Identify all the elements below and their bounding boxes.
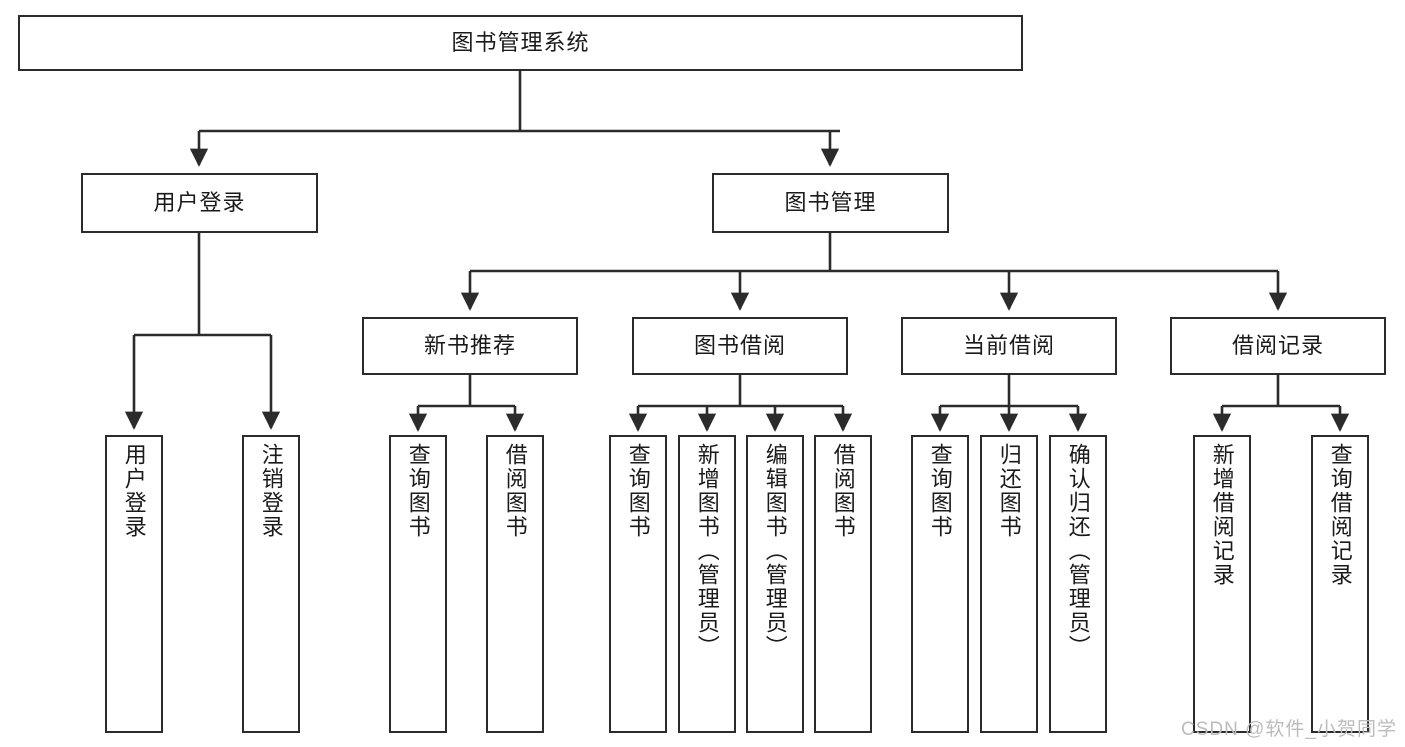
leaf-borrow-borrow-book[interactable]: 借阅图书	[814, 435, 872, 733]
leaf-user-login-signout[interactable]: 注销登录	[242, 435, 300, 733]
watermark: CSDN @软件_小贺同学	[1181, 719, 1397, 740]
node-book-borrow[interactable]: 图书借阅	[632, 317, 848, 375]
leaf-label: 查询图书	[927, 443, 953, 539]
node-new-book-recommend-label: 新书推荐	[423, 332, 516, 358]
node-current-borrow[interactable]: 当前借阅	[901, 317, 1117, 375]
node-new-book-recommend[interactable]: 新书推荐	[362, 317, 578, 375]
node-user-login-label: 用户登录	[153, 189, 246, 215]
leaf-label: 查询图书	[405, 443, 431, 539]
node-borrow-record-label: 借阅记录	[1231, 332, 1324, 358]
leaf-label: 确认归还（管理员）	[1065, 443, 1091, 659]
node-borrow-record[interactable]: 借阅记录	[1170, 317, 1386, 375]
node-book-management[interactable]: 图书管理	[712, 173, 949, 233]
leaf-label: 查询借阅记录	[1327, 443, 1353, 587]
leaf-label: 借阅图书	[830, 443, 856, 539]
node-root[interactable]: 图书管理系统	[18, 15, 1023, 71]
leaf-label: 新增图书（管理员）	[694, 443, 720, 659]
node-user-login[interactable]: 用户登录	[81, 173, 318, 233]
leaf-record-add-record[interactable]: 新增借阅记录	[1193, 435, 1251, 733]
leaf-label: 查询图书	[625, 443, 651, 539]
leaf-current-return-book[interactable]: 归还图书	[980, 435, 1038, 733]
leaf-borrow-query-book[interactable]: 查询图书	[609, 435, 667, 733]
leaf-current-query-book[interactable]: 查询图书	[911, 435, 969, 733]
leaf-record-query-record[interactable]: 查询借阅记录	[1311, 435, 1369, 733]
leaf-user-login-signin[interactable]: 用户登录	[105, 435, 163, 733]
node-book-management-label: 图书管理	[784, 189, 877, 215]
leaf-recommend-query-book[interactable]: 查询图书	[389, 435, 447, 733]
node-root-label: 图书管理系统	[451, 29, 590, 55]
leaf-label: 编辑图书（管理员）	[762, 443, 788, 659]
leaf-label: 注销登录	[258, 443, 284, 539]
leaf-borrow-add-book-admin[interactable]: 新增图书（管理员）	[678, 435, 736, 733]
node-book-borrow-label: 图书借阅	[693, 332, 786, 358]
node-current-borrow-label: 当前借阅	[962, 332, 1055, 358]
leaf-borrow-edit-book-admin[interactable]: 编辑图书（管理员）	[746, 435, 804, 733]
leaf-label: 用户登录	[121, 443, 147, 539]
leaf-label: 借阅图书	[502, 443, 528, 539]
leaf-current-confirm-return-admin[interactable]: 确认归还（管理员）	[1049, 435, 1107, 733]
leaf-recommend-borrow-book[interactable]: 借阅图书	[486, 435, 544, 733]
leaf-label: 归还图书	[996, 443, 1022, 539]
leaf-label: 新增借阅记录	[1209, 443, 1235, 587]
